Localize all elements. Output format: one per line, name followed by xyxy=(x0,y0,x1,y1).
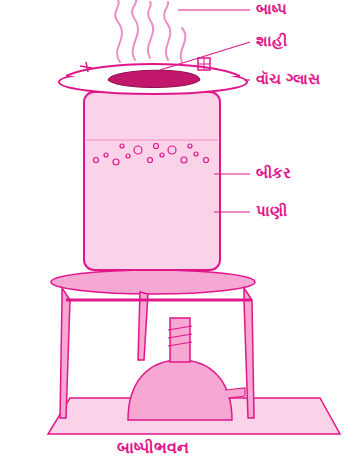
leader-lines xyxy=(160,10,250,212)
ink xyxy=(108,70,200,87)
water-label: પાણી xyxy=(256,202,287,220)
ink-label: શાહી xyxy=(256,32,287,50)
beaker xyxy=(84,92,220,270)
watch-glass-label: વૉચ ગ્લાસ xyxy=(256,70,320,88)
beaker-label: બીકર xyxy=(256,164,291,182)
watch-glass xyxy=(59,58,247,94)
tripod-stand xyxy=(51,270,255,418)
caption: બાષ્પીભવન xyxy=(117,438,189,457)
vapour-label: બાષ્પ xyxy=(256,0,287,18)
vapour xyxy=(115,0,185,62)
